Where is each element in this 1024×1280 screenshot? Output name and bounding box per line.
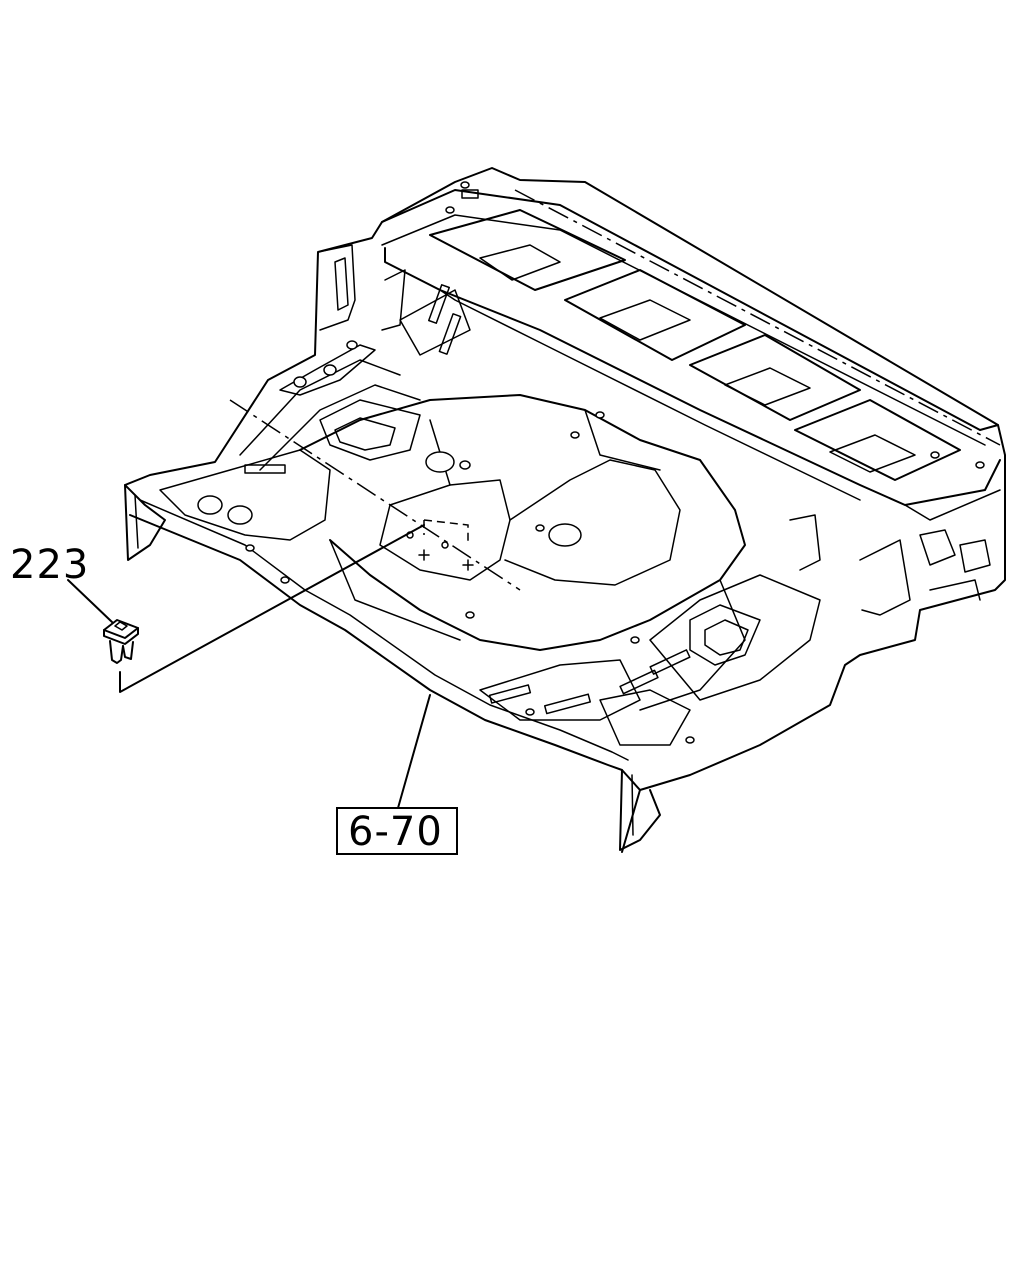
part-ref-box bbox=[336, 807, 458, 855]
panel-holes bbox=[197, 181, 985, 744]
floor-panel-assembly bbox=[124, 167, 1006, 853]
attachment-line bbox=[119, 524, 425, 693]
clip-fastener-223 bbox=[103, 619, 139, 664]
part-number-6-70: 6-70 bbox=[348, 809, 443, 855]
leader-6-70 bbox=[397, 694, 431, 809]
part-number-223: 223 bbox=[10, 542, 89, 588]
leader-223 bbox=[67, 579, 113, 623]
